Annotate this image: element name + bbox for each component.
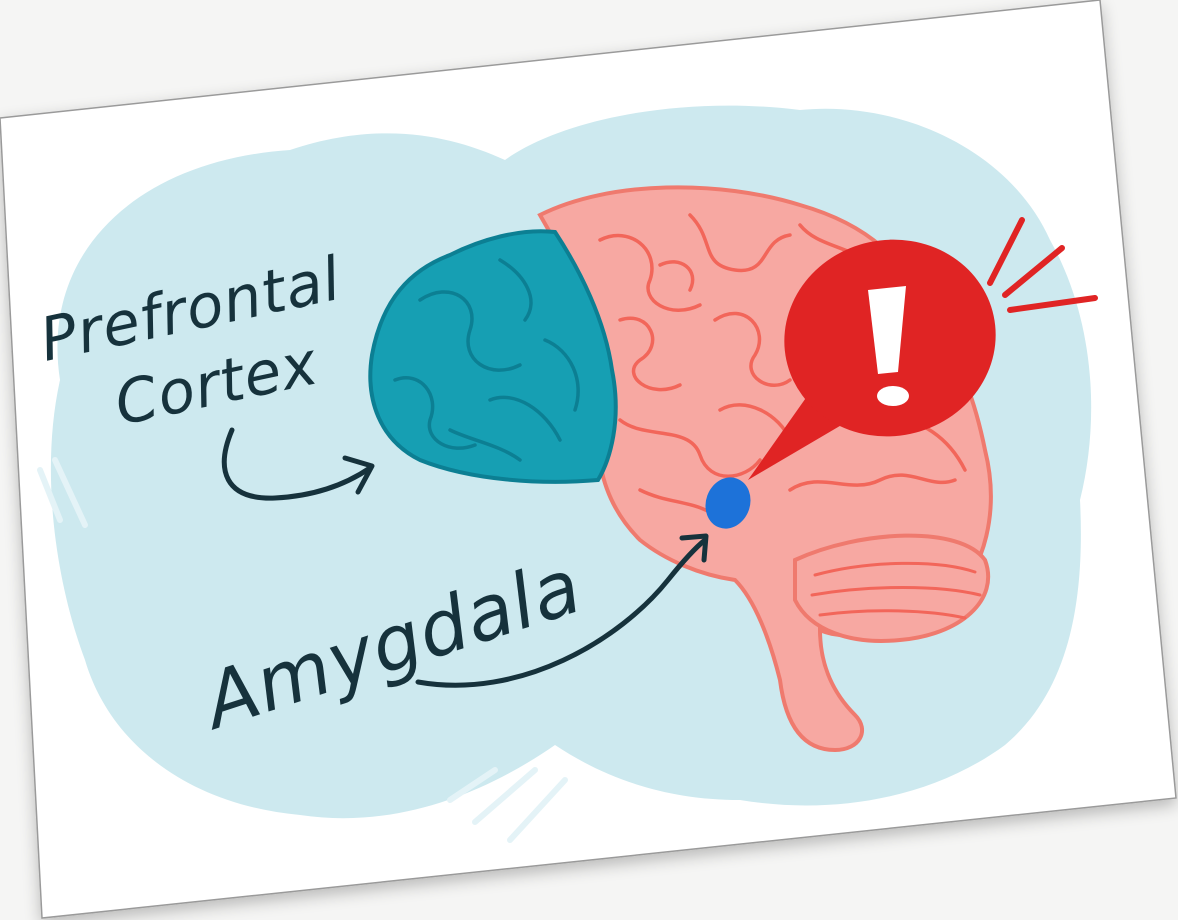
- illustration-stage: Prefrontal Cortex Amygdala: [0, 0, 1178, 920]
- brain-diagram: Prefrontal Cortex Amygdala: [0, 0, 1178, 920]
